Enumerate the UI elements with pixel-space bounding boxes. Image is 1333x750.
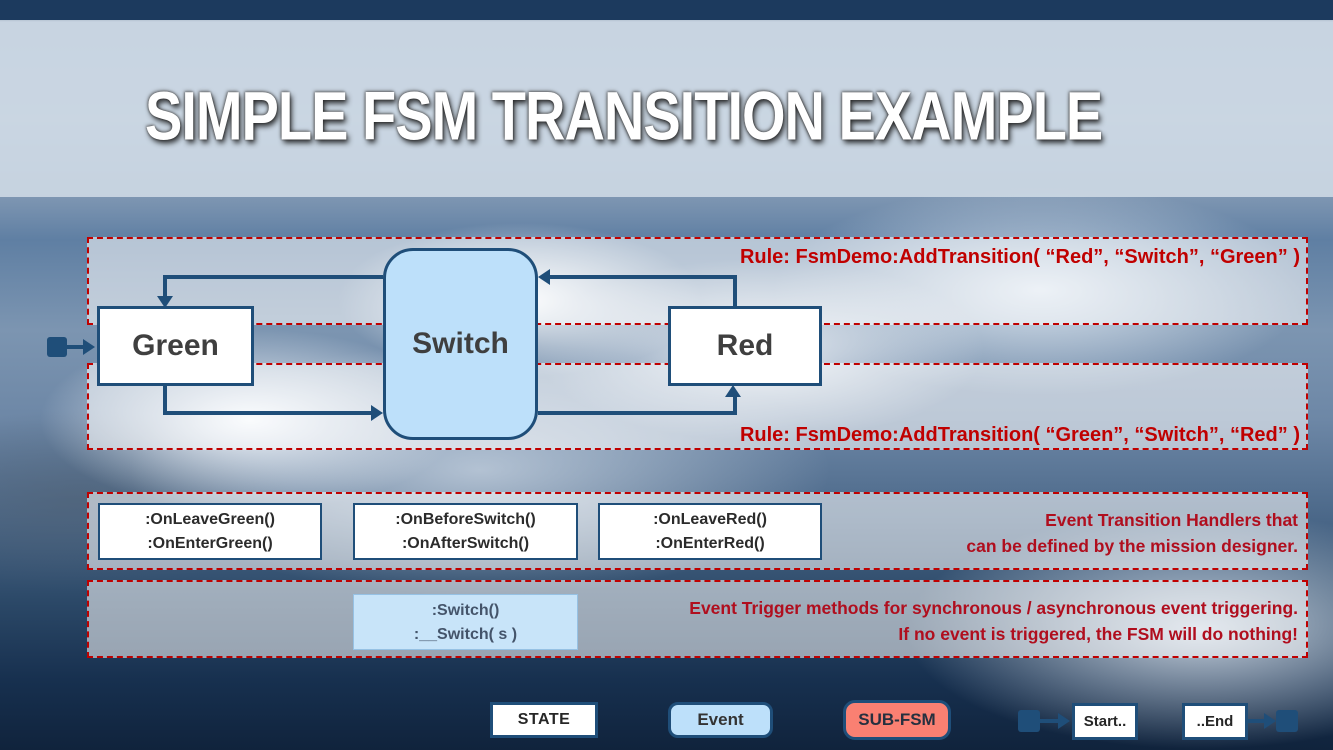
connector-green-to-switch: [163, 411, 372, 415]
legend-state-box: STATE: [490, 702, 598, 738]
trigger-line: :Switch(): [431, 602, 500, 619]
legend-end-square-icon: [1276, 710, 1298, 732]
legend-start-box: Start..: [1072, 703, 1138, 740]
handler-line: :OnAfterSwitch(): [401, 535, 530, 552]
connector-switch-to-red: [538, 411, 735, 415]
rule-text-red-to-green: Rule: FsmDemo:AddTransition( “Red”, “Swi…: [739, 246, 1300, 268]
legend-start-line: [1040, 719, 1058, 723]
connector-switch-to-green: [163, 275, 167, 299]
arrowhead-right-icon: [83, 339, 95, 355]
legend-end-box: ..End: [1182, 703, 1248, 740]
start-marker-square-icon: [47, 337, 67, 357]
handler-box-switch: :OnBeforeSwitch() :OnAfterSwitch(): [353, 503, 578, 560]
handler-line: :OnLeaveRed(): [653, 511, 767, 528]
title-band: [0, 20, 1333, 197]
arrowhead-up-icon: [725, 385, 741, 397]
rule-text-green-to-red: Rule: FsmDemo:AddTransition( “Green”, “S…: [739, 424, 1300, 446]
state-node-green: Green: [97, 306, 254, 386]
arrowhead-right-icon: [371, 405, 383, 421]
connector-switch-to-red: [733, 396, 737, 415]
trigger-note: Event Trigger methods for synchronous / …: [689, 598, 1298, 644]
slide-title: SIMPLE FSM TRANSITION EXAMPLE: [145, 77, 1103, 155]
handler-line: :OnBeforeSwitch(): [395, 511, 536, 528]
start-marker-line: [67, 345, 83, 349]
handler-line: :OnEnterRed(): [655, 535, 765, 552]
trigger-frame: [87, 580, 1308, 658]
arrowhead-down-icon: [157, 296, 173, 308]
connector-red-to-switch: [733, 275, 737, 307]
handler-line: :OnLeaveGreen(): [145, 511, 275, 528]
arrowhead-right-icon: [1058, 713, 1070, 729]
event-node-switch: Switch: [383, 248, 538, 440]
legend-event-box: Event: [668, 702, 773, 738]
trigger-box-switch: :Switch() :__Switch( s ): [353, 594, 578, 650]
connector-switch-to-green: [163, 275, 383, 279]
connector-green-to-switch: [163, 386, 167, 415]
trigger-line: :__Switch( s ): [413, 626, 518, 643]
arrowhead-left-icon: [538, 269, 550, 285]
arrowhead-right-icon: [1264, 713, 1276, 729]
handler-line: :OnEnterGreen(): [147, 535, 273, 552]
legend-subfsm-box: SUB-FSM: [843, 700, 951, 740]
handler-box-red: :OnLeaveRed() :OnEnterRed(): [598, 503, 822, 560]
connector-red-to-switch: [548, 275, 737, 279]
state-node-red: Red: [668, 306, 822, 386]
handler-box-green: :OnLeaveGreen() :OnEnterGreen(): [98, 503, 322, 560]
handlers-note: Event Transition Handlers that can be de…: [966, 510, 1298, 556]
legend-end-line: [1248, 719, 1264, 723]
legend-start-square-icon: [1018, 710, 1040, 732]
